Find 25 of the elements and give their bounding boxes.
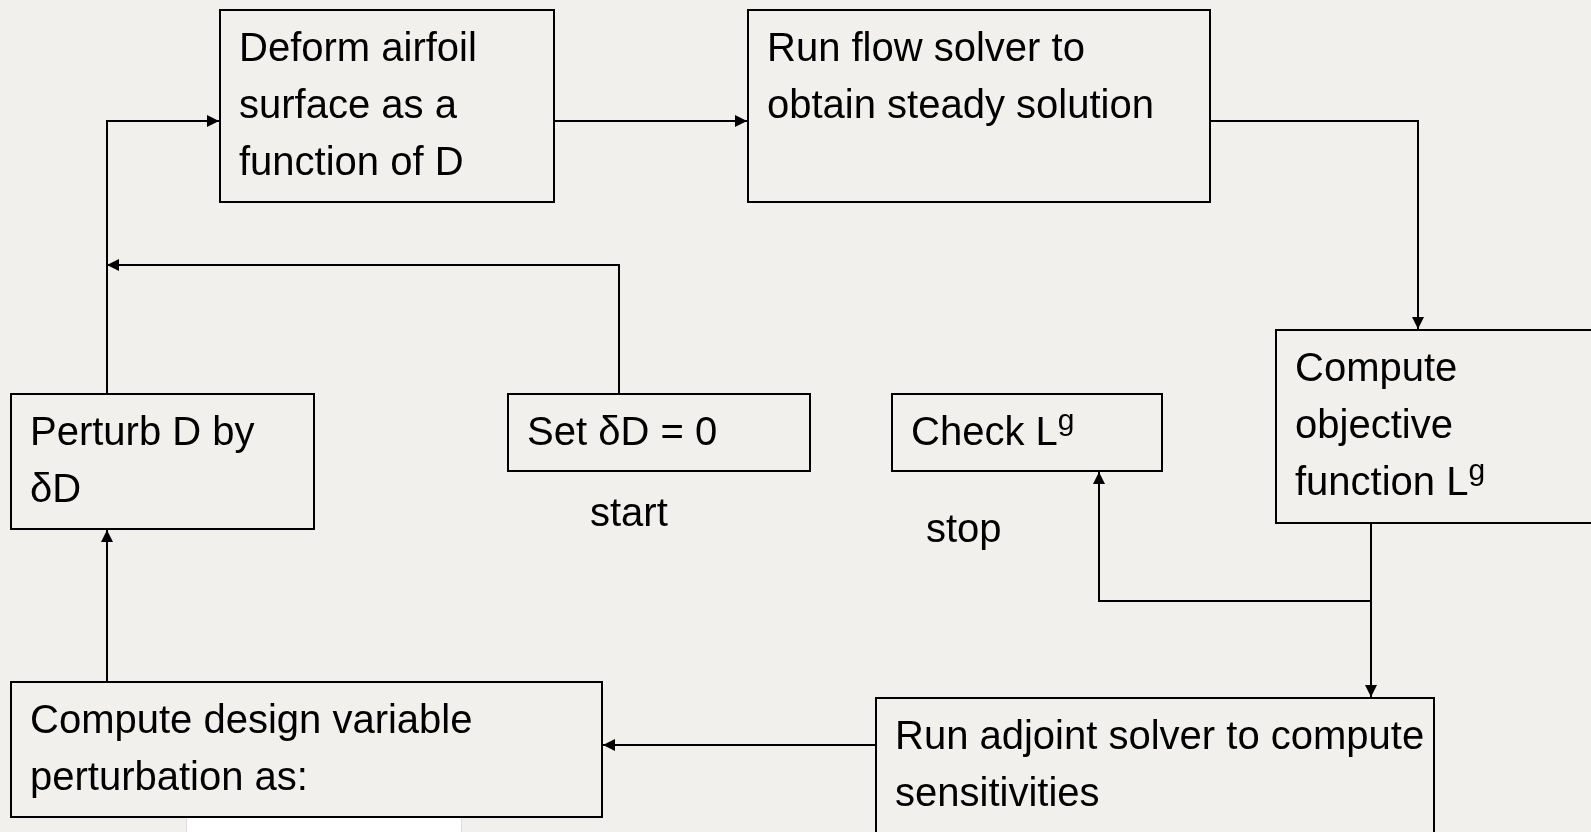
arrow [106, 115, 220, 394]
process-box [747, 9, 1211, 203]
process-box [10, 393, 315, 530]
box-label: Run adjoint solver to compute sensitivities [895, 712, 1425, 816]
box-label: Deform airfoil surface as a function of D [239, 24, 478, 185]
box-label: Run flow solver to obtain steady solution [767, 24, 1155, 128]
box-label: Set δD = 0 [527, 408, 718, 455]
process-box [507, 393, 811, 472]
step-note: start [590, 489, 668, 536]
process-box [10, 681, 603, 818]
arrow [1093, 471, 1372, 602]
process-box [875, 697, 1435, 832]
process-box [219, 9, 555, 203]
box-label: Compute design variable perturbation as: [30, 696, 474, 800]
process-box [891, 393, 1163, 472]
box-label: Compute objective function L$^{g}$ [1295, 344, 1487, 505]
arrow [106, 259, 620, 394]
arrow [554, 115, 748, 127]
box-label: Perturb D by δD [30, 408, 256, 512]
process-box [1275, 329, 1591, 524]
arrow [101, 529, 113, 682]
arrow [1210, 120, 1424, 330]
box-label: Check L$^{g}$ [911, 403, 1075, 455]
step-note: stop [926, 505, 1002, 552]
arrow [602, 739, 876, 751]
